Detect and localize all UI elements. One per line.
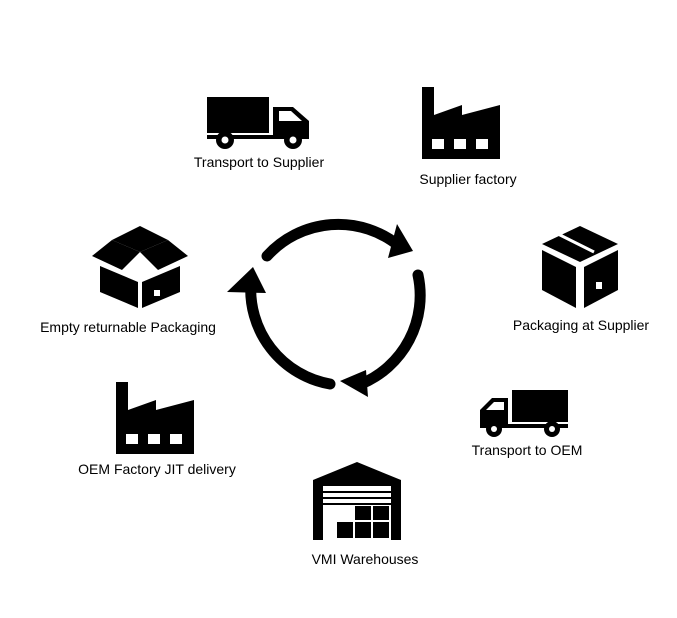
factory-icon (422, 87, 500, 159)
open-box-icon (92, 226, 188, 308)
cycle-arrow-left (245, 276, 336, 390)
cycle-arrowhead-top (388, 224, 413, 258)
cycle-arrowhead-right (340, 370, 368, 397)
truck-icon (207, 97, 309, 149)
label-packaging-at-supplier: Packaging at Supplier (512, 317, 650, 333)
warehouse-icon (313, 462, 401, 540)
label-vmi-warehouses: VMI Warehouses (311, 551, 419, 567)
closed-box-icon (542, 226, 618, 308)
cycle-arrow-top (261, 218, 405, 262)
factory-icon (116, 382, 194, 454)
label-transport-to-supplier: Transport to Supplier (193, 154, 325, 170)
label-transport-to-oem: Transport to OEM (471, 442, 583, 458)
label-oem-factory-jit-delivery: OEM Factory JIT delivery (78, 461, 236, 477)
truck-icon (480, 390, 568, 437)
label-empty-returnable-packaging: Empty returnable Packaging (40, 319, 216, 335)
cycle-arrow-right (355, 269, 426, 390)
cycle-arrowhead-left (227, 267, 266, 293)
label-supplier-factory: Supplier factory (419, 171, 517, 187)
